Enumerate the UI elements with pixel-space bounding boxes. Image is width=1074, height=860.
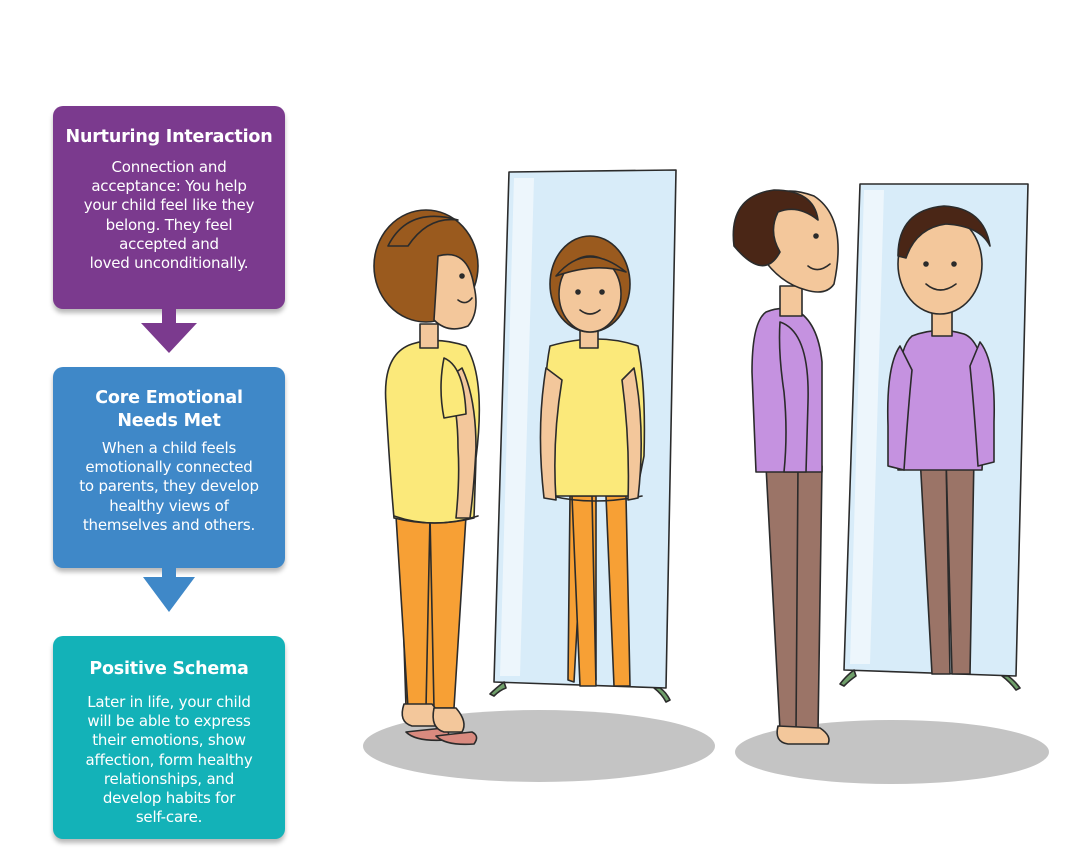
man-figure xyxy=(732,189,839,745)
card-positive-schema: Positive Schema Later in life, your chil… xyxy=(53,636,285,839)
woman-reflection xyxy=(539,235,646,687)
mirror-left xyxy=(489,169,677,703)
man-reflection xyxy=(886,205,996,675)
card-title: Nurturing Interaction xyxy=(65,127,273,147)
down-arrow-icon xyxy=(141,309,197,353)
down-arrow-icon xyxy=(143,568,195,612)
woman-figure xyxy=(373,209,481,746)
card-title: Core Emotional Needs Met xyxy=(95,388,243,431)
card-body: Later in life, your child will be able t… xyxy=(85,693,253,827)
card-title: Positive Schema xyxy=(89,659,249,679)
card-body: Connection and acceptance: You help your… xyxy=(83,158,255,273)
card-body: When a child feels emotionally connected… xyxy=(79,439,259,534)
card-core-emotional-needs: Core Emotional Needs Met When a child fe… xyxy=(53,367,285,568)
mirror-illustration xyxy=(363,169,1049,784)
card-nurturing-interaction: Nurturing Interaction Connection and acc… xyxy=(53,106,285,309)
mirror-right xyxy=(839,183,1029,691)
